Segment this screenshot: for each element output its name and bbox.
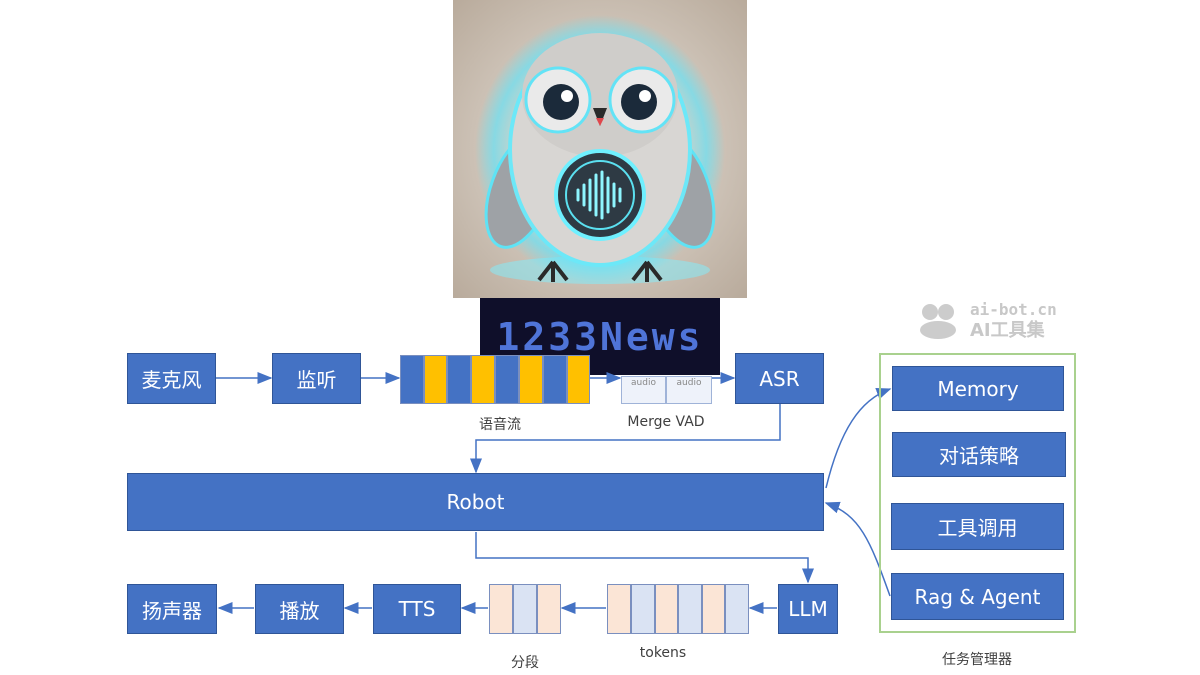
segment-cell [537,584,561,634]
speaker-box: 扬声器 [127,584,217,634]
asr-box: ASR [735,353,824,404]
news-logo-text: 1233News [496,314,704,359]
segment-cell [489,584,513,634]
memory-box: Memory [892,366,1064,411]
paw-logo-icon [920,304,956,339]
news-logo-banner: 1233News [480,298,720,375]
watermark-domain: ai-bot.cn [970,300,1057,319]
tool-call-box: 工具调用 [891,503,1064,550]
arrow-rag-robot [824,501,891,597]
token-cell [725,584,749,634]
token-cell [655,584,678,634]
voice-stream-caption: 语音流 [479,417,521,433]
voice-stream [400,355,590,404]
mic-box: 麦克风 [127,353,216,404]
tokens-caption: tokens [639,645,687,661]
stream-cell [400,355,424,404]
stream-cell [471,355,495,404]
segment-cell [513,584,537,634]
owl-mascot-icon [453,0,747,298]
task-manager-caption: 任务管理器 [942,652,1012,668]
llm-box: LLM [778,584,838,634]
task-manager-group [879,353,1076,633]
token-cell [631,584,655,634]
token-cell [702,584,725,634]
segment-block [489,584,561,634]
segment-caption: 分段 [511,655,539,671]
token-cell [607,584,631,634]
tokens-block [607,584,749,634]
stream-cell [495,355,519,404]
stream-cell [424,355,447,404]
vad-cell: audio [621,376,666,404]
merge-vad-caption: Merge VAD [627,414,705,430]
play-box: 播放 [255,584,344,634]
stream-cell [519,355,543,404]
stream-cell [543,355,567,404]
owl-mascot-image [453,0,747,298]
vad-cell: audio [666,376,712,404]
dialog-strategy-box: 对话策略 [892,432,1066,477]
stream-cell [447,355,471,404]
stream-cell [567,355,590,404]
rag-agent-box: Rag & Agent [891,573,1064,620]
watermark: ai-bot.cn AI工具集 [910,300,1080,341]
arrow-asr-robot [470,404,781,474]
token-cell [678,584,702,634]
listen-box: 监听 [272,353,361,404]
tts-box: TTS [373,584,461,634]
robot-box: Robot [127,473,824,531]
watermark-title: AI工具集 [970,320,1045,341]
arrow-robot-llm [475,532,814,584]
